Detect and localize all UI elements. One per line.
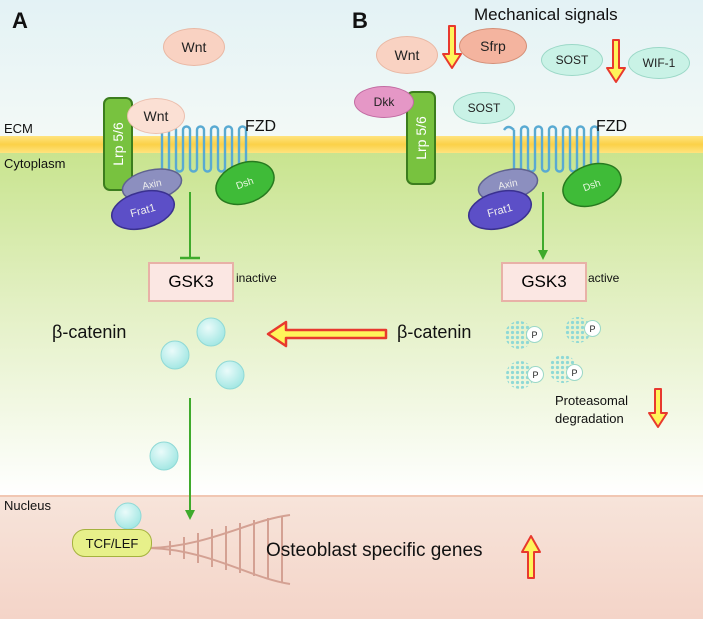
sost-top: SOST: [541, 44, 603, 76]
frat1-b: [467, 189, 533, 231]
sost-mid: SOST: [453, 92, 515, 124]
down-arrow-wnt: [442, 25, 462, 69]
shift-arrow: [266, 320, 388, 348]
lrp-receptor-b: [406, 91, 436, 185]
gsk3-box-a: GSK3: [148, 262, 234, 302]
degradation-down-arrow: [648, 388, 668, 428]
dsh-b: [562, 162, 622, 208]
cytoplasm-label: Cytoplasm: [4, 156, 66, 171]
sfrp-ligand: Sfrp: [459, 28, 527, 64]
frat1-a: [110, 189, 176, 231]
ecm-label: ECM: [4, 121, 33, 136]
phospho-tag-4: P: [527, 366, 544, 383]
phospho-tag-1: P: [526, 326, 543, 343]
down-arrow-sost: [606, 39, 626, 83]
fzd-label-a: FZD: [245, 118, 277, 135]
fzd-label-b: FZD: [596, 118, 628, 135]
wif1-ligand: WIF-1: [628, 47, 690, 79]
beta-catenin-label-a: β-catenin: [52, 322, 127, 342]
mechanical-signals-label: Mechanical signals: [474, 5, 618, 24]
beta-catenin-particles-a: [114, 317, 245, 530]
phospho-beta-catenin-clusters: [505, 317, 591, 389]
panel-label-b: B: [352, 8, 368, 33]
phospho-tag-3: P: [566, 364, 583, 381]
lrp-receptor-a: [103, 97, 133, 191]
fzd-receptor-b: [503, 125, 600, 173]
lrp-label-a: Lrp 5/6: [110, 122, 126, 166]
genes-up-arrow: [521, 535, 541, 579]
wnt-ligand-a: Wnt: [163, 28, 225, 66]
wnt-bound-a: Wnt: [127, 98, 185, 134]
gsk3-state-b: active: [588, 271, 620, 285]
degradation-label-line1: Proteasomal: [555, 393, 628, 408]
panel-label-a: A: [12, 8, 28, 33]
osteoblast-genes-label: Osteoblast specific genes: [266, 540, 483, 561]
tcf-lef-factor: TCF/LEF: [72, 529, 152, 557]
gsk3-state-a: inactive: [236, 271, 277, 285]
dsh-a: [215, 160, 275, 206]
wnt-ligand-b: Wnt: [376, 36, 438, 74]
nucleus-label: Nucleus: [4, 498, 51, 513]
degradation-label-line2: degradation: [555, 411, 624, 426]
gsk3-box-b: GSK3: [501, 262, 587, 302]
dkk-ligand: Dkk: [354, 86, 414, 118]
phospho-tag-2: P: [584, 320, 601, 337]
lrp-label-b: Lrp 5/6: [413, 116, 429, 160]
beta-catenin-label-b: β-catenin: [397, 322, 472, 342]
dna-helix: [149, 514, 291, 585]
